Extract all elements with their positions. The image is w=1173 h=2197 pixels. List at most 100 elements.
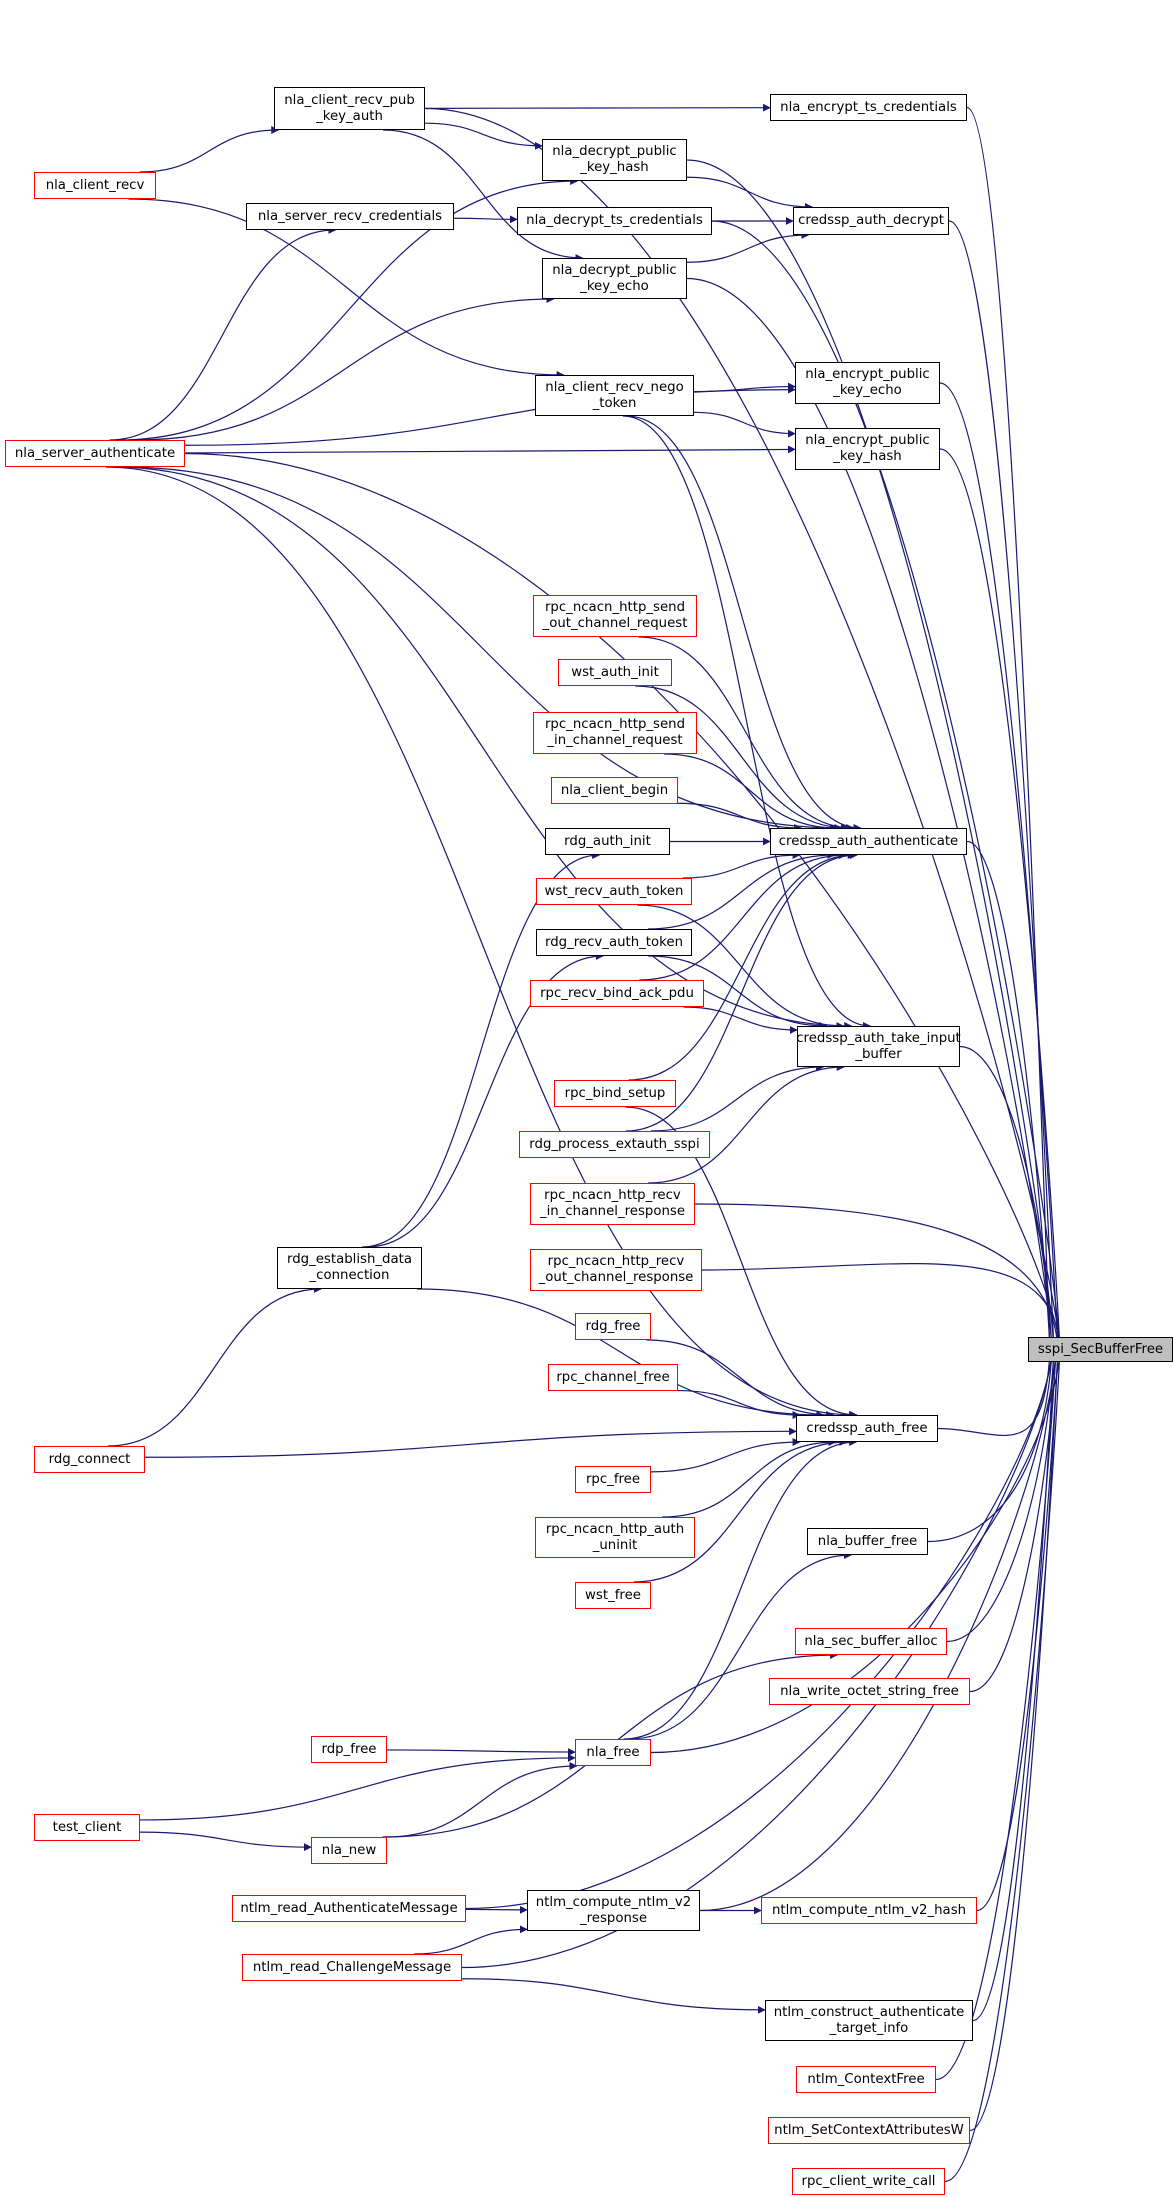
node-nla-client-begin[interactable]: nla_client_begin xyxy=(551,777,678,804)
node-nla-server-recv-credentials[interactable]: nla_server_recv_credentials xyxy=(246,203,454,230)
edge-nla-client-recv-to-nla-client-recv-pub-key-auth xyxy=(139,126,280,173)
edge-nla-server-recv-credentials-to-nla-decrypt-ts-credentials xyxy=(453,215,518,224)
node-sspi[interactable]: sspi_SecBufferFree xyxy=(1028,1337,1173,1362)
edge-rpc-ncacn-http-auth-uninit-to-credssp-auth-free xyxy=(662,1438,837,1518)
node-nla-client-recv[interactable]: nla_client_recv xyxy=(34,172,156,199)
node-wst-auth-init[interactable]: wst_auth_init xyxy=(558,659,672,686)
edge-wst-free-to-credssp-auth-free xyxy=(633,1438,848,1583)
edge-nla-server-authenticate-to-nla-encrypt-public-key-hash xyxy=(184,445,796,454)
node-wst-free[interactable]: wst_free xyxy=(575,1582,651,1609)
edge-rpc-channel-free-to-credssp-auth-free xyxy=(677,1389,801,1419)
edge-wst-recv-auth-token-to-credssp-auth-authenticate xyxy=(682,851,801,879)
node-rdg-free[interactable]: rdg_free xyxy=(575,1313,651,1340)
node-rpc-ncacn-http-recv-in-channel-response[interactable]: rpc_ncacn_http_recv _in_channel_response xyxy=(530,1183,695,1225)
node-nla-client-recv-pub-key-auth[interactable]: nla_client_recv_pub _key_auth xyxy=(274,87,425,130)
edge-rdg-establish-data-connection-to-rdg-auth-init xyxy=(362,851,601,1248)
edge-wst-recv-auth-token-to-credssp-auth-take-input-buffer xyxy=(637,904,845,1030)
edge-nla-encrypt-ts-credentials-to-sspi xyxy=(966,106,1054,1351)
node-rdg-process-extauth-sspi[interactable]: rdg_process_extauth_sspi xyxy=(519,1131,710,1158)
node-nla-buffer-free[interactable]: nla_buffer_free xyxy=(807,1528,928,1555)
node-credssp-auth-take-input-buffer[interactable]: credssp_auth_take_input _buffer xyxy=(796,1026,961,1067)
node-ntlm-read-AuthenticateMessage[interactable]: ntlm_read_AuthenticateMessage xyxy=(232,1895,466,1922)
node-rpc-client-write-call[interactable]: rpc_client_write_call xyxy=(792,2168,945,2195)
edge-rpc-ncacn-http-send-in-channel-request-to-credssp-auth-authenticate xyxy=(664,753,838,832)
node-nla-decrypt-public-key-echo[interactable]: nla_decrypt_public _key_echo xyxy=(542,258,687,299)
node-rdg-recv-auth-token[interactable]: rdg_recv_auth_token xyxy=(536,929,692,956)
edge-rdg-process-extauth-sspi-to-credssp-auth-authenticate xyxy=(625,851,858,1132)
node-nla-sec-buffer-alloc[interactable]: nla_sec_buffer_alloc xyxy=(795,1628,947,1655)
node-ntlm-construct-authenticate-target-info[interactable]: ntlm_construct_authenticate _target_info xyxy=(765,2000,973,2041)
edge-nla-server-authenticate-to-nla-server-recv-credentials xyxy=(109,226,337,441)
edge-nla-server-authenticate-to-credssp-auth-authenticate xyxy=(121,466,843,832)
node-nla-encrypt-ts-credentials[interactable]: nla_encrypt_ts_credentials xyxy=(770,94,967,121)
node-rpc-recv-bind-ack-pdu[interactable]: rpc_recv_bind_ack_pdu xyxy=(530,980,704,1007)
node-nla-decrypt-public-key-hash[interactable]: nla_decrypt_public _key_hash xyxy=(542,139,687,181)
edge-nla-decrypt-public-key-echo-to-sspi xyxy=(686,277,1056,1351)
node-nla-encrypt-public-key-hash[interactable]: nla_encrypt_public _key_hash xyxy=(795,428,940,470)
edge-rpc-bind-setup-to-credssp-auth-authenticate xyxy=(628,851,856,1081)
edge-nla-decrypt-public-key-echo-to-credssp-auth-decrypt xyxy=(686,231,810,263)
node-rpc-ncacn-http-auth-uninit[interactable]: rpc_ncacn_http_auth _uninit xyxy=(535,1517,695,1558)
edge-nla-client-recv-nego-token-to-credssp-auth-authenticate xyxy=(626,415,862,832)
edge-rdg-establish-data-connection-to-credssp-auth-free xyxy=(417,1288,825,1419)
edge-rdg-recv-auth-token-to-credssp-auth-authenticate xyxy=(648,851,836,930)
node-credssp-auth-decrypt[interactable]: credssp_auth_decrypt xyxy=(793,207,949,235)
edge-nla-client-begin-to-credssp-auth-authenticate xyxy=(677,802,803,832)
edge-wst-auth-init-to-credssp-auth-authenticate xyxy=(635,685,850,832)
edge-ntlm-ContextFree-to-sspi xyxy=(935,1349,1060,2081)
edge-rdg-free-to-credssp-auth-free xyxy=(646,1339,835,1419)
node-rpc-bind-setup[interactable]: rpc_bind_setup xyxy=(554,1080,676,1107)
edge-rdg-establish-data-connection-to-rdg-recv-auth-token xyxy=(366,952,604,1248)
edge-test-client-to-nla-new xyxy=(139,1831,312,1852)
node-ntlm-SetContextAttributesW[interactable]: ntlm_SetContextAttributesW xyxy=(768,2117,970,2144)
node-test-client[interactable]: test_client xyxy=(34,1814,140,1841)
edge-nla-encrypt-public-key-echo-to-sspi xyxy=(939,382,1062,1351)
edge-nla-client-recv-pub-key-auth-to-nla-decrypt-public-key-hash xyxy=(424,122,543,150)
edge-ntlm-read-ChallengeMessage-to-ntlm-compute-ntlm-v2-response xyxy=(413,1925,528,1955)
edge-nla-client-recv-nego-token-to-nla-encrypt-public-key-hash xyxy=(693,411,796,438)
node-credssp-auth-authenticate[interactable]: credssp_auth_authenticate xyxy=(770,828,967,855)
edge-nla-write-octet-string-free-to-sspi xyxy=(969,1349,1060,1693)
node-ntlm-compute-ntlm-v2-hash[interactable]: ntlm_compute_ntlm_v2_hash xyxy=(761,1897,977,1924)
edge-ntlm-compute-ntlm-v2-response-to-sspi xyxy=(699,1349,1060,1912)
node-rpc-ncacn-http-recv-out-channel-response[interactable]: rpc_ncacn_http_recv _out_channel_respons… xyxy=(530,1249,702,1291)
node-rdg-establish-data-connection[interactable]: rdg_establish_data _connection xyxy=(277,1247,422,1289)
edge-nla-buffer-free-to-sspi xyxy=(927,1349,1056,1543)
node-wst-recv-auth-token[interactable]: wst_recv_auth_token xyxy=(536,878,692,905)
node-nla-new[interactable]: nla_new xyxy=(311,1837,387,1864)
node-nla-server-authenticate[interactable]: nla_server_authenticate xyxy=(5,440,185,467)
node-rpc-ncacn-http-send-out-channel-request[interactable]: rpc_ncacn_http_send _out_channel_request xyxy=(533,595,697,637)
node-nla-free[interactable]: nla_free xyxy=(575,1739,651,1766)
node-ntlm-read-ChallengeMessage[interactable]: ntlm_read_ChallengeMessage xyxy=(242,1954,462,1981)
edge-nla-server-authenticate-to-credssp-auth-take-input-buffer xyxy=(112,466,853,1030)
node-rdp-free[interactable]: rdp_free xyxy=(311,1736,387,1763)
edge-credssp-auth-free-to-sspi xyxy=(937,1349,1054,1436)
node-nla-decrypt-ts-credentials[interactable]: nla_decrypt_ts_credentials xyxy=(517,207,712,235)
node-ntlm-compute-ntlm-v2-response[interactable]: ntlm_compute_ntlm_v2 _response xyxy=(527,1890,700,1931)
node-rpc-channel-free[interactable]: rpc_channel_free xyxy=(548,1364,678,1391)
edge-nla-client-recv-pub-key-auth-to-nla-decrypt-public-key-echo xyxy=(383,129,584,262)
edge-rpc-client-write-call-to-sspi xyxy=(944,1349,1064,2183)
node-rpc-free[interactable]: rpc_free xyxy=(575,1466,651,1493)
edge-rpc-recv-bind-ack-pdu-to-credssp-auth-authenticate xyxy=(639,851,847,981)
node-rdg-connect[interactable]: rdg_connect xyxy=(34,1446,145,1473)
edge-nla-free-to-nla-buffer-free xyxy=(629,1551,853,1740)
node-credssp-auth-free[interactable]: credssp_auth_free xyxy=(796,1415,938,1442)
edge-nla-server-authenticate-to-nla-decrypt-public-key-echo xyxy=(135,295,555,441)
edge-nla-client-recv-pub-key-auth-to-nla-encrypt-ts-credentials xyxy=(424,103,771,112)
edge-nla-new-to-nla-free xyxy=(385,1762,578,1838)
edge-rdg-connect-to-credssp-auth-free xyxy=(144,1427,797,1458)
node-ntlm-ContextFree[interactable]: ntlm_ContextFree xyxy=(796,2066,936,2093)
node-nla-encrypt-public-key-echo[interactable]: nla_encrypt_public _key_echo xyxy=(795,362,940,404)
node-rpc-ncacn-http-send-in-channel-request[interactable]: rpc_ncacn_http_send _in_channel_request xyxy=(533,712,697,754)
edge-nla-decrypt-ts-credentials-to-sspi xyxy=(711,220,1064,1351)
edge-rpc-bind-setup-to-credssp-auth-free xyxy=(625,1106,858,1419)
edge-ntlm-SetContextAttributesW-to-sspi xyxy=(969,1349,1062,2132)
edge-rpc-recv-bind-ack-pdu-to-credssp-auth-take-input-buffer xyxy=(683,1006,798,1034)
node-nla-write-octet-string-free[interactable]: nla_write_octet_string_free xyxy=(769,1678,970,1705)
edge-rdg-connect-to-rdg-establish-data-connection xyxy=(107,1285,322,1447)
node-rdg-auth-init[interactable]: rdg_auth_init xyxy=(545,828,670,855)
edge-rpc-ncacn-http-send-out-channel-request-to-credssp-auth-authenticate xyxy=(638,636,855,832)
node-nla-client-recv-nego-token[interactable]: nla_client_recv_nego _token xyxy=(535,375,694,416)
